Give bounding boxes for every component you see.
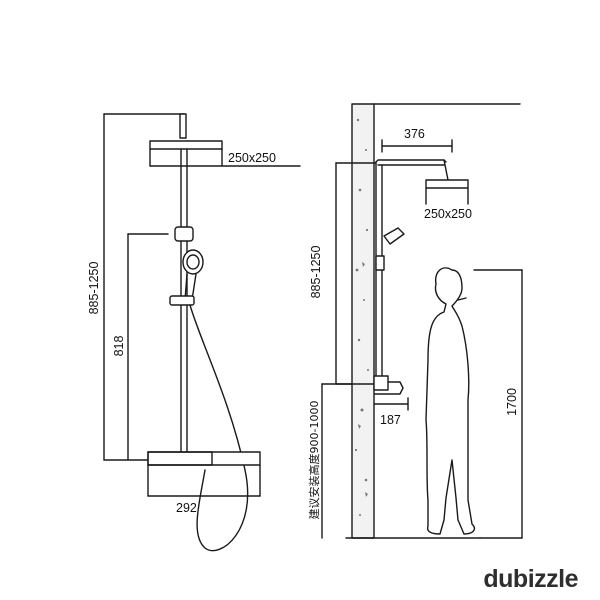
wall-texture: [354, 118, 369, 516]
shower-hose: [189, 304, 249, 552]
left-body-width-label: 292: [176, 501, 197, 515]
right-arm-length-label: 376: [404, 127, 425, 141]
person-silhouette: [425, 267, 476, 535]
left-rail-height-label: 818: [112, 336, 126, 357]
left-head-size-label: 250x250: [228, 151, 276, 165]
right-height-range-label: 885-1250: [309, 246, 323, 299]
right-spout-length-label: 187: [380, 413, 401, 427]
left-height-range-label: 885-1250: [87, 262, 101, 315]
right-install-height-label: 建议安装高度900-1000: [307, 401, 321, 520]
right-head-size-label: 250x250: [424, 207, 472, 221]
front-view-shower: [103, 113, 301, 552]
mixer-body: [147, 451, 261, 466]
rain-head: [149, 140, 223, 150]
watermark-logo: dubizzle: [483, 565, 578, 593]
hand-shower-head: [182, 249, 204, 275]
right-person-height-label: 1700: [505, 388, 519, 416]
side-view-installation: [321, 103, 523, 539]
wall: [351, 103, 375, 539]
